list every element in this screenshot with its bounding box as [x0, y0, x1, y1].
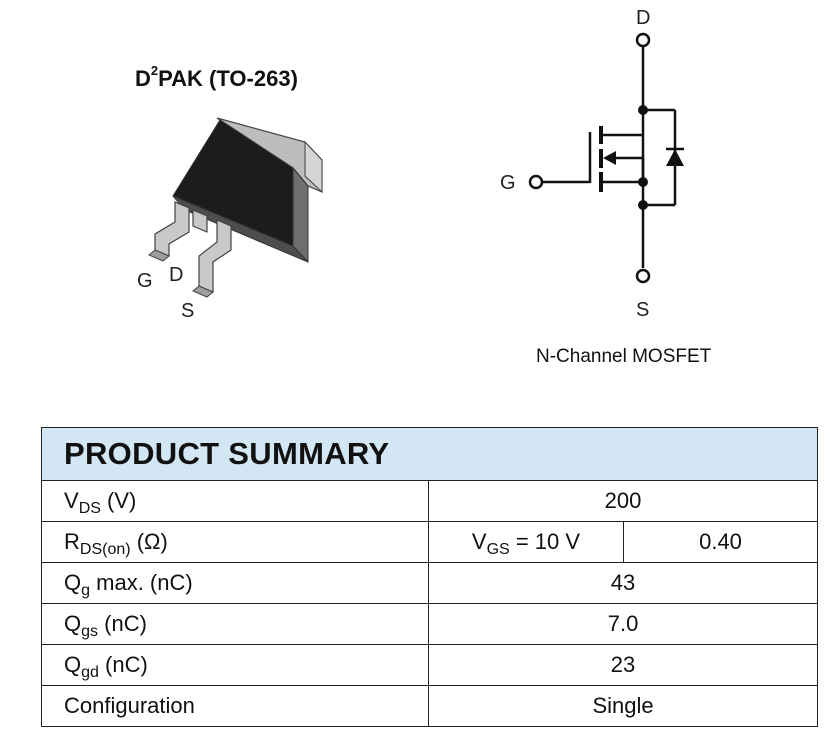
row-value: Single [427, 685, 819, 727]
source-label: S [636, 299, 649, 321]
row-value: 0.40 [622, 521, 819, 563]
package-title-rest: PAK (TO-263) [158, 66, 298, 91]
source-terminal [635, 268, 651, 284]
gate-terminal [528, 174, 544, 190]
row-parameter: Configuration [41, 685, 429, 727]
schematic-caption: N-Channel MOSFET [536, 346, 712, 367]
row-parameter: RDS(on) (Ω) [41, 521, 429, 563]
table-row: RDS(on) (Ω) VGS = 10 V 0.40 [41, 521, 819, 563]
table-row: VDS (V) 200 [41, 480, 819, 522]
lead-s [192, 219, 232, 298]
d2pak-package-drawing: G D S [137, 117, 323, 320]
table-row: Qgd (nC) 23 [41, 644, 819, 686]
row-parameter: VDS (V) [41, 480, 429, 522]
row-condition: VGS = 10 V [428, 521, 624, 563]
gate-label: G [500, 172, 516, 194]
package-title-superscript: 2 [150, 63, 159, 78]
package-title-prefix: D [135, 66, 151, 91]
body-arrow [603, 151, 616, 165]
row-parameter: Qg max. (nC) [41, 562, 429, 604]
row-value: 23 [427, 644, 819, 686]
lead-g [148, 201, 190, 262]
table-row: Configuration Single [41, 685, 819, 727]
product-summary-title: PRODUCT SUMMARY [40, 427, 819, 481]
row-parameter: Qgs (nC) [41, 603, 429, 645]
row-value: 200 [427, 480, 819, 522]
package-title: D2PAK (TO-263) [135, 63, 298, 92]
lead-d [192, 209, 208, 233]
row-parameter: Qgd (nC) [41, 644, 429, 686]
drain-terminal [635, 32, 651, 48]
pin-label-g: G [137, 270, 153, 292]
product-summary-table: PRODUCT SUMMARY VDS (V) 200 RDS(on) (Ω) … [40, 427, 819, 727]
mosfet-schematic: D S G [500, 7, 684, 321]
table-row: Qg max. (nC) 43 [41, 562, 819, 604]
drain-label: D [636, 7, 650, 29]
row-value: 43 [427, 562, 819, 604]
body-diode [643, 108, 684, 207]
pin-label-d: D [169, 264, 183, 286]
pin-label-s: S [181, 300, 194, 320]
row-value: 7.0 [427, 603, 819, 645]
table-row: Qgs (nC) 7.0 [41, 603, 819, 645]
